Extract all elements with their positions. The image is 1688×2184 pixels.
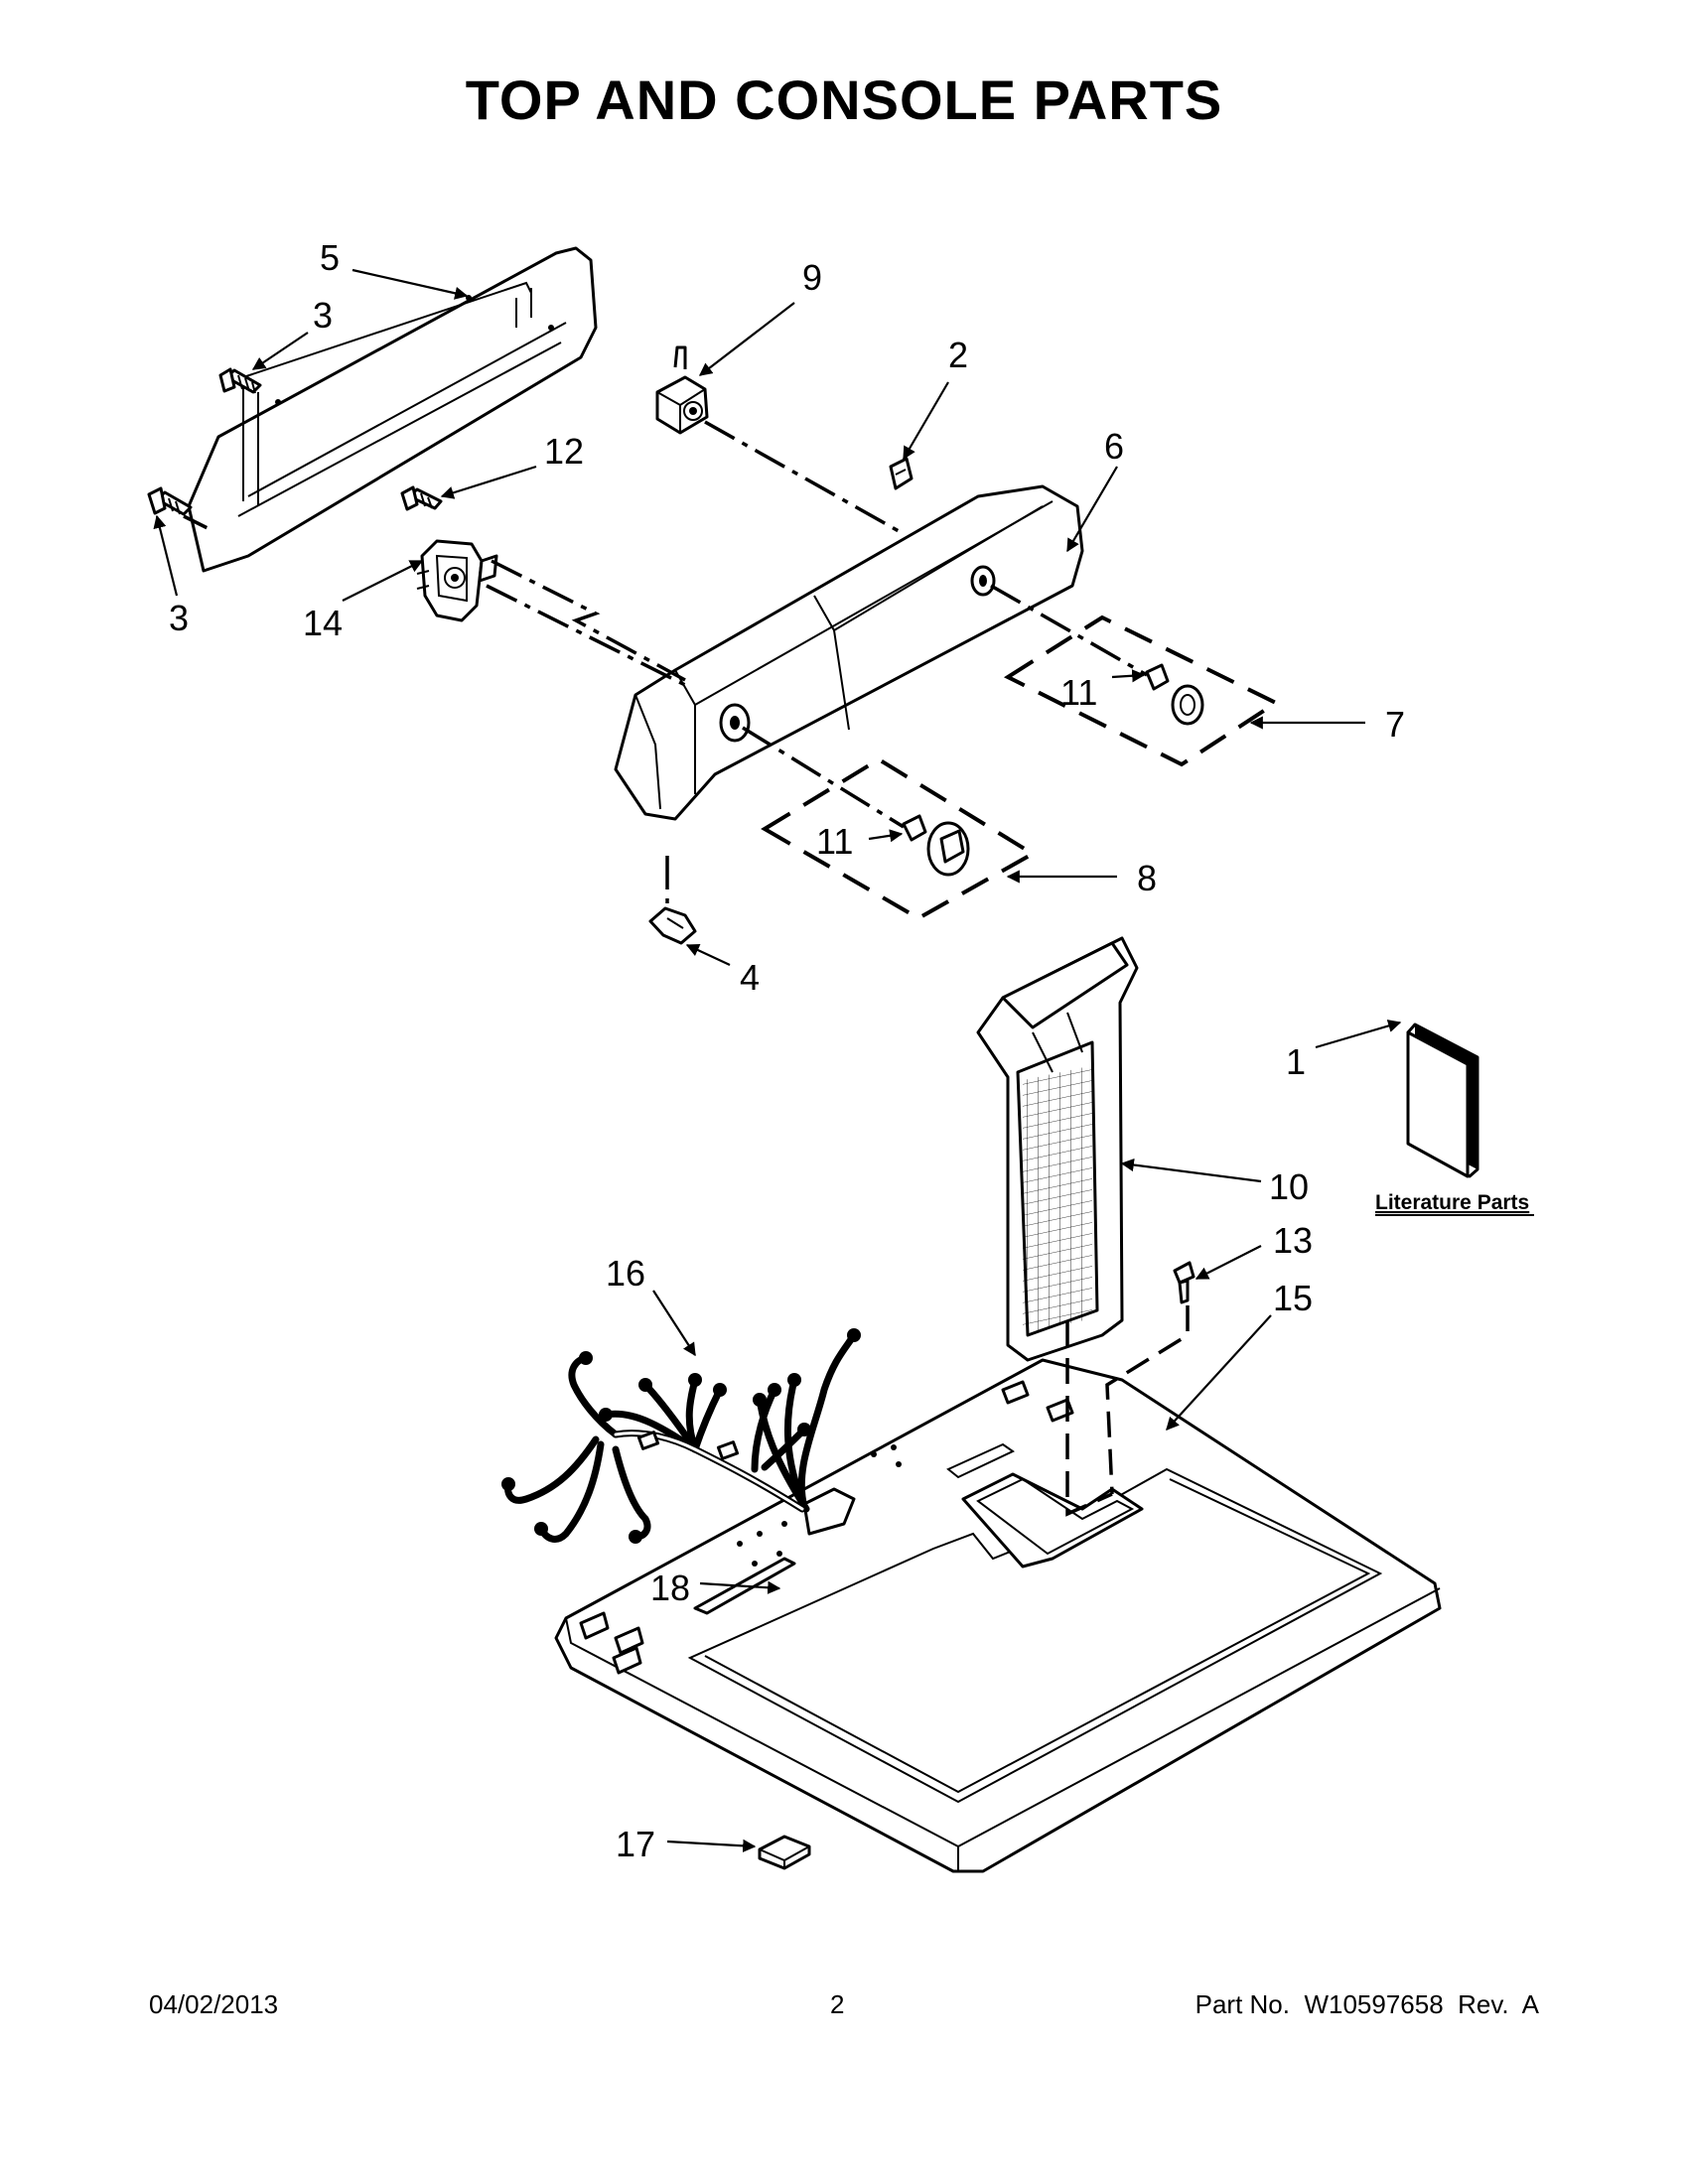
callout-2: 2	[948, 335, 968, 375]
lint-screen	[976, 936, 1139, 1362]
control-module	[655, 345, 709, 435]
callout-3-lower: 3	[169, 598, 189, 638]
clip-2	[889, 457, 914, 490]
screw-12	[400, 485, 443, 511]
callout-11-left: 11	[816, 821, 853, 862]
group-7-outline	[1003, 614, 1281, 767]
callout-14: 14	[303, 603, 343, 643]
screw-13-line	[1105, 1305, 1190, 1495]
callout-10: 10	[1269, 1166, 1309, 1207]
console-back-panel	[187, 246, 598, 573]
screen-insert-line	[1065, 1320, 1113, 1517]
knob-assembly-8	[902, 814, 970, 877]
callout-18: 18	[650, 1568, 690, 1608]
footer-page-number: 2	[830, 1989, 845, 2019]
footer-part-number: Part No. W10597658 Rev. A	[1195, 1989, 1539, 2019]
align-line-knob-7	[990, 584, 1148, 677]
group-8-outline	[761, 756, 1037, 921]
align-line-timer	[491, 559, 686, 682]
callout-8: 8	[1137, 858, 1157, 898]
callout-4: 4	[740, 957, 760, 998]
callout-3-upper: 3	[313, 295, 333, 336]
screw-3-upper	[218, 367, 262, 394]
callout-6: 6	[1104, 426, 1124, 467]
screw-13	[1173, 1261, 1196, 1304]
callout-9: 9	[802, 257, 822, 298]
callout-5: 5	[320, 237, 340, 278]
literature-booklet	[1406, 1023, 1479, 1178]
align-line-timer-2	[486, 584, 686, 687]
timer-switch	[416, 539, 498, 622]
wire-harness	[501, 1328, 861, 1544]
screw-3-lower	[147, 486, 214, 533]
callout-15: 15	[1273, 1278, 1313, 1318]
clip-4	[648, 906, 697, 945]
callout-17: 17	[616, 1824, 655, 1864]
footer-date: 04/02/2013	[149, 1989, 279, 2019]
callout-16: 16	[606, 1253, 645, 1294]
align-line-module	[704, 420, 900, 533]
callout-7: 7	[1385, 704, 1405, 745]
pad-17	[758, 1835, 811, 1870]
callout-13: 13	[1273, 1220, 1313, 1261]
top-panel	[554, 1358, 1442, 1873]
console	[614, 484, 1084, 821]
callout-11-right: 11	[1060, 672, 1097, 713]
callout-1: 1	[1286, 1041, 1306, 1082]
callout-12: 12	[544, 431, 584, 472]
align-line-knob-8	[742, 726, 905, 829]
page-title: TOP AND CONSOLE PARTS	[465, 68, 1223, 131]
literature-parts-label: Literature Parts	[1375, 1191, 1529, 1214]
knob-assembly-7	[1145, 663, 1204, 726]
